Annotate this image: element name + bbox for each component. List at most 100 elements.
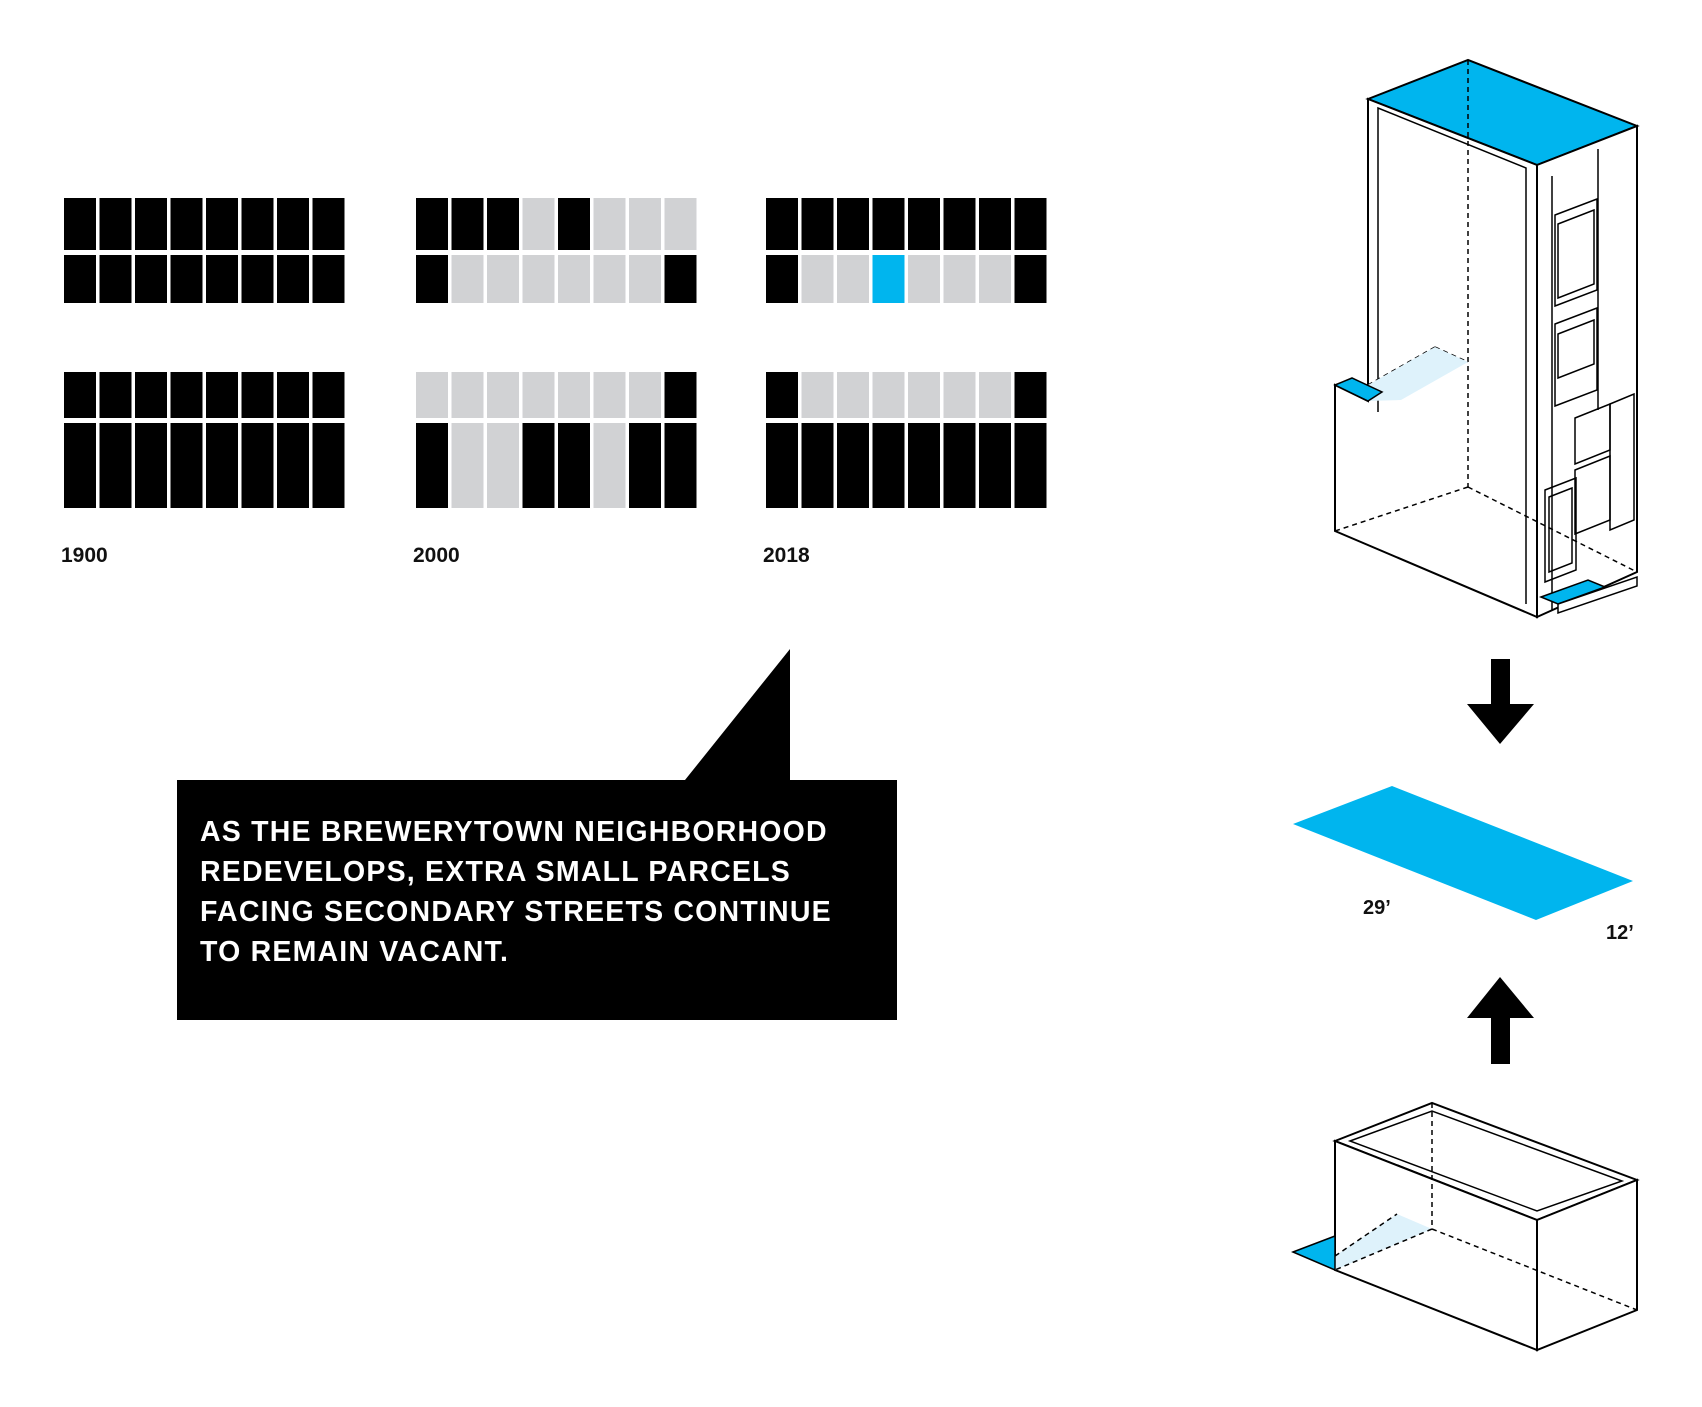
built-parcel-cell — [558, 423, 590, 508]
vacant-parcel-cell — [943, 372, 976, 418]
low-building-top-inset — [1347, 1110, 1625, 1212]
vacant-parcel-cell — [908, 372, 940, 418]
vacant-parcel-cell — [522, 198, 555, 250]
tall-building-step-blue — [1538, 579, 1608, 605]
parcel-width-label: 12’ — [1606, 922, 1634, 944]
arrow-up-icon — [1467, 977, 1534, 1064]
built-parcel-cell — [872, 423, 905, 508]
vacant-parcel-cell — [908, 255, 940, 303]
built-parcel-cell — [416, 423, 448, 508]
built-parcel-cell — [908, 423, 940, 508]
callout-line-3: FACING SECONDARY STREETS CONTINUE — [200, 896, 832, 928]
vacant-parcel-cell — [801, 255, 834, 303]
tall-building-inner-outline — [1377, 106, 1527, 604]
built-parcel-cell — [837, 423, 869, 508]
built-parcel-cell — [99, 423, 132, 508]
built-parcel-cell — [558, 198, 590, 250]
built-parcel-cell — [837, 198, 869, 250]
built-parcel-cell — [801, 423, 834, 508]
built-parcel-cell — [64, 198, 96, 250]
built-parcel-cell — [170, 198, 203, 250]
built-parcel-cell — [206, 255, 238, 303]
vacant-parcel-cell — [593, 372, 626, 418]
built-parcel-cell — [943, 423, 976, 508]
vacant-parcel-cell — [451, 423, 484, 508]
built-parcel-cell — [206, 372, 238, 418]
built-parcel-cell — [451, 198, 484, 250]
callout-text: AS THE BREWERYTOWN NEIGHBORHOOD REDEVELO… — [200, 812, 920, 972]
tall-building-setback-fill — [1368, 347, 1468, 401]
built-parcel-cell — [170, 255, 203, 303]
built-parcel-cell — [64, 423, 96, 508]
built-parcel-cell — [135, 198, 167, 250]
callout-line-4: TO REMAIN VACANT. — [200, 936, 510, 968]
built-parcel-cell — [979, 423, 1011, 508]
built-parcel-cell — [416, 198, 448, 250]
built-parcel-cell — [1014, 423, 1047, 508]
tall-building-windows — [1544, 197, 1635, 584]
year-label-2018: 2018 — [763, 544, 810, 567]
built-parcel-cell — [99, 255, 132, 303]
built-parcel-cell — [64, 255, 96, 303]
year-label-2000: 2000 — [413, 544, 460, 567]
vacant-parcel-cell — [451, 255, 484, 303]
built-parcel-cell — [277, 423, 309, 508]
built-parcel-cell — [1014, 255, 1047, 303]
built-parcel-cell — [241, 423, 274, 508]
built-parcel-cell — [801, 198, 834, 250]
low-building-hidden-edges — [1334, 1103, 1638, 1311]
built-parcel-cell — [170, 423, 203, 508]
built-parcel-cell — [99, 198, 132, 250]
low-building — [1291, 1101, 1640, 1352]
built-parcel-cell — [664, 372, 697, 418]
built-parcel-cell — [1014, 198, 1047, 250]
callout-line-2: REDEVELOPS, EXTRA SMALL PARCELS — [200, 856, 791, 888]
low-building-corner-blue — [1291, 1234, 1336, 1272]
vacant-parcel-cell — [416, 372, 448, 418]
vacant-parcel-cell — [801, 372, 834, 418]
vacant-parcel-cell — [837, 255, 869, 303]
highlighted-parcel — [872, 255, 905, 303]
built-parcel-cell — [312, 198, 345, 250]
vacant-parcel-cell — [522, 255, 555, 303]
vacant-parcel-cell — [558, 372, 590, 418]
built-parcel-cell — [64, 372, 96, 418]
built-parcel-cell — [766, 198, 798, 250]
vacant-parcel-cell — [593, 255, 626, 303]
vacant-parcel-cell — [979, 255, 1011, 303]
vacant-parcel-cell — [629, 372, 661, 418]
built-parcel-cell — [664, 255, 697, 303]
vacant-parcel-cell — [629, 255, 661, 303]
built-parcel-cell — [135, 372, 167, 418]
built-parcel-cell — [241, 372, 274, 418]
built-parcel-cell — [277, 255, 309, 303]
built-parcel-cell — [99, 372, 132, 418]
built-parcel-cell — [277, 372, 309, 418]
vacant-parcel-cell — [629, 198, 661, 250]
built-parcel-cell — [416, 255, 448, 303]
vacant-parcel-cell — [664, 198, 697, 250]
vacant-parcel — [1293, 786, 1633, 920]
built-parcel-cell — [629, 423, 661, 508]
built-parcel-cell — [170, 372, 203, 418]
built-parcel-cell — [1014, 372, 1047, 418]
vacant-parcel-cell — [593, 198, 626, 250]
built-parcel-cell — [979, 198, 1011, 250]
vacant-parcel-cell — [487, 372, 519, 418]
built-parcel-cell — [872, 198, 905, 250]
built-parcel-cell — [766, 372, 798, 418]
built-parcel-cell — [312, 423, 345, 508]
vacant-parcel-cell — [837, 372, 869, 418]
built-parcel-cell — [766, 255, 798, 303]
built-parcel-cell — [277, 198, 309, 250]
vacant-parcel-cell — [593, 423, 626, 508]
tall-building — [1333, 58, 1640, 619]
built-parcel-cell — [241, 198, 274, 250]
built-parcel-cell — [487, 198, 519, 250]
vacant-parcel-cell — [943, 255, 976, 303]
vacant-parcel-cell — [979, 372, 1011, 418]
built-parcel-cell — [312, 255, 345, 303]
tall-building-setback-blue — [1333, 377, 1384, 402]
